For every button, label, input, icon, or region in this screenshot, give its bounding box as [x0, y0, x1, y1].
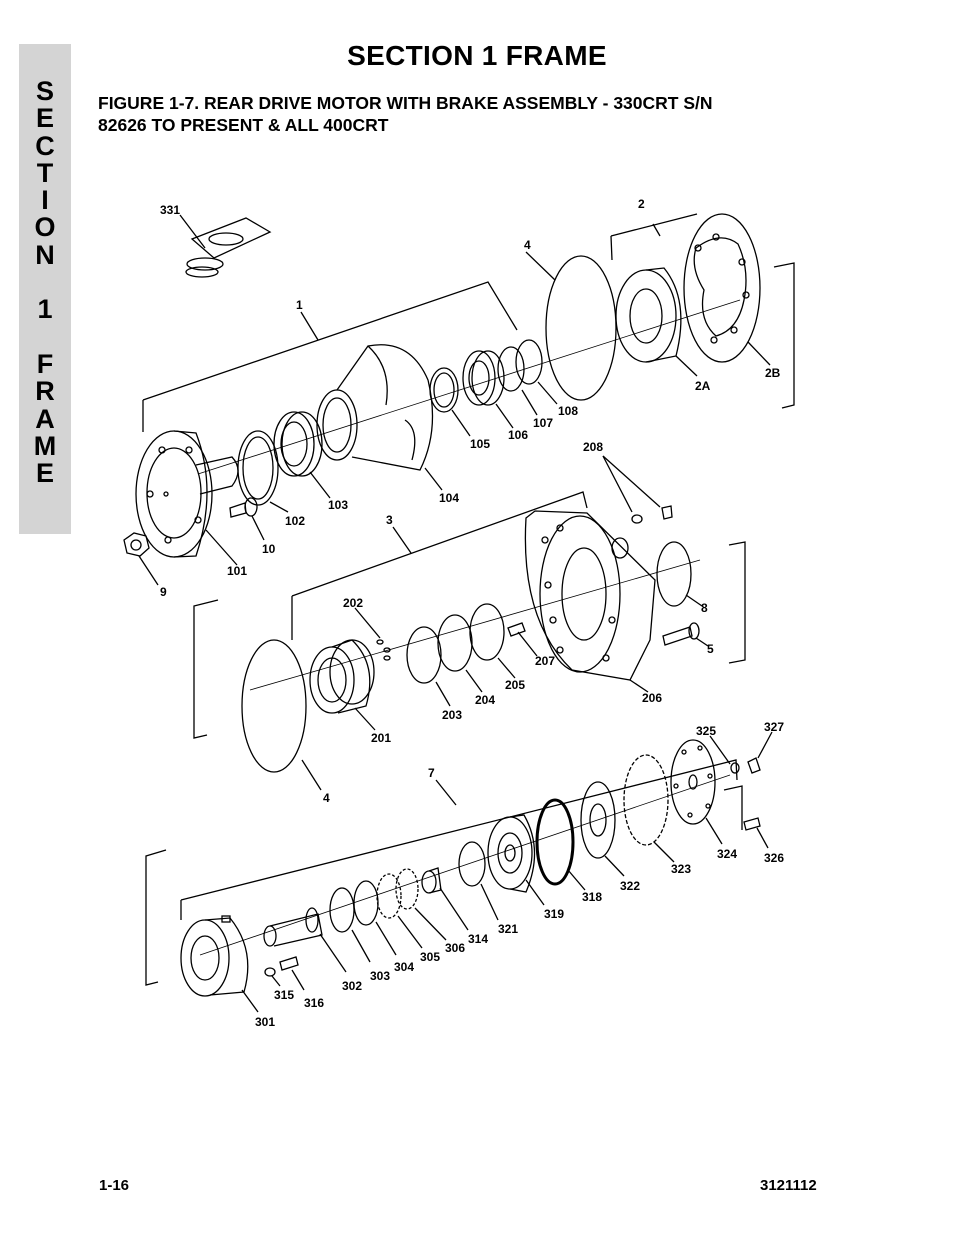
- callout-322: 322: [620, 879, 640, 893]
- pressure-plate-drawing: [487, 814, 545, 906]
- callout-319: 319: [544, 907, 564, 921]
- callout-205: 205: [505, 678, 525, 692]
- callout-107: 107: [533, 416, 553, 430]
- callout-1: 1: [296, 298, 303, 312]
- callout-327: 327: [764, 720, 784, 734]
- callout-4-lower: 4: [323, 791, 330, 805]
- callout-302: 302: [342, 979, 362, 993]
- side-tab-letter: F: [36, 348, 54, 379]
- section-title: SECTION 1 FRAME: [347, 40, 607, 71]
- callout-305: 305: [420, 950, 440, 964]
- callout-5: 5: [707, 642, 714, 656]
- callout-7: 7: [428, 766, 435, 780]
- manifold-plate-drawing: [683, 213, 771, 366]
- section-side-tab: S E C T I O N 1 F R A M E: [19, 44, 71, 534]
- callout-204: 204: [475, 693, 495, 707]
- end-cover-drawing: [524, 510, 656, 693]
- side-tab-letter: 1: [37, 294, 53, 325]
- callout-203: 203: [442, 708, 462, 722]
- callout-3: 3: [386, 513, 393, 527]
- callout-105: 105: [470, 437, 490, 451]
- callout-10: 10: [262, 542, 276, 556]
- brake-housing-drawing: [180, 915, 259, 1013]
- cover-plate-drawing: [670, 739, 723, 845]
- callout-106: 106: [508, 428, 528, 442]
- seal-kit-drawing: [179, 214, 272, 278]
- figure-title: FIGURE 1-7. REAR DRIVE MOTOR WITH BRAKE …: [98, 92, 818, 136]
- callout-104: 104: [439, 491, 459, 505]
- figure-title-line-2: 82626 TO PRESENT & ALL 400CRT: [98, 115, 389, 135]
- callout-201: 201: [371, 731, 391, 745]
- callout-316: 316: [304, 996, 324, 1010]
- callout-318: 318: [582, 890, 602, 904]
- brake-shaft-drawing: [263, 907, 347, 973]
- callout-314: 314: [468, 932, 488, 946]
- callout-323: 323: [671, 862, 691, 876]
- callout-304: 304: [394, 960, 414, 974]
- side-tab-letters: S E C T I O N 1 F R A M E: [19, 76, 71, 489]
- callout-101: 101: [227, 564, 247, 578]
- callout-labels: 331 2 4 1 2B 2A 108 107 106 105 208 104 …: [160, 197, 784, 1029]
- callout-207: 207: [535, 654, 555, 668]
- callout-324: 324: [717, 847, 737, 861]
- side-tab-letter: E: [35, 103, 54, 134]
- callout-301: 301: [255, 1015, 275, 1029]
- side-tab-letter: S: [35, 76, 54, 106]
- hub-flange-drawing: [135, 430, 239, 566]
- geroller-drawing: [615, 267, 698, 377]
- callout-321: 321: [498, 922, 518, 936]
- side-tab-letter: A: [35, 403, 55, 434]
- page-number: 1-16: [99, 1177, 130, 1194]
- callout-108: 108: [558, 404, 578, 418]
- callout-2B: 2B: [765, 366, 781, 380]
- callout-206: 206: [642, 691, 662, 705]
- callout-102: 102: [285, 514, 305, 528]
- document-number: 3121112: [760, 1177, 817, 1194]
- callout-2A: 2A: [695, 379, 711, 393]
- callout-315: 315: [274, 988, 294, 1002]
- callout-8: 8: [701, 601, 708, 615]
- side-tab-letter: R: [35, 376, 55, 407]
- nut-drawing: [123, 532, 159, 586]
- callout-303: 303: [370, 969, 390, 983]
- callout-4: 4: [524, 238, 531, 252]
- stud-bolt-drawing: [229, 497, 265, 541]
- callout-2: 2: [638, 197, 645, 211]
- side-tab-letter: E: [35, 458, 54, 489]
- callout-306: 306: [445, 941, 465, 955]
- brake-piston-drawing: [309, 639, 376, 731]
- callout-326: 326: [764, 851, 784, 865]
- callout-9: 9: [160, 585, 167, 599]
- side-tab-letter: N: [35, 239, 55, 270]
- side-tab-letter: C: [35, 130, 55, 161]
- figure-title-line-1: FIGURE 1-7. REAR DRIVE MOTOR WITH BRAKE …: [98, 93, 713, 113]
- callout-202: 202: [343, 596, 363, 610]
- side-tab-letter: I: [41, 185, 49, 216]
- callout-331: 331: [160, 203, 180, 217]
- motor-housing-drawing: [316, 344, 443, 491]
- side-tab-letter: O: [34, 212, 56, 243]
- callout-325: 325: [696, 724, 716, 738]
- side-tab-letter: M: [33, 430, 57, 461]
- callout-208: 208: [583, 440, 603, 454]
- side-tab-letter: T: [36, 157, 54, 188]
- callout-103: 103: [328, 498, 348, 512]
